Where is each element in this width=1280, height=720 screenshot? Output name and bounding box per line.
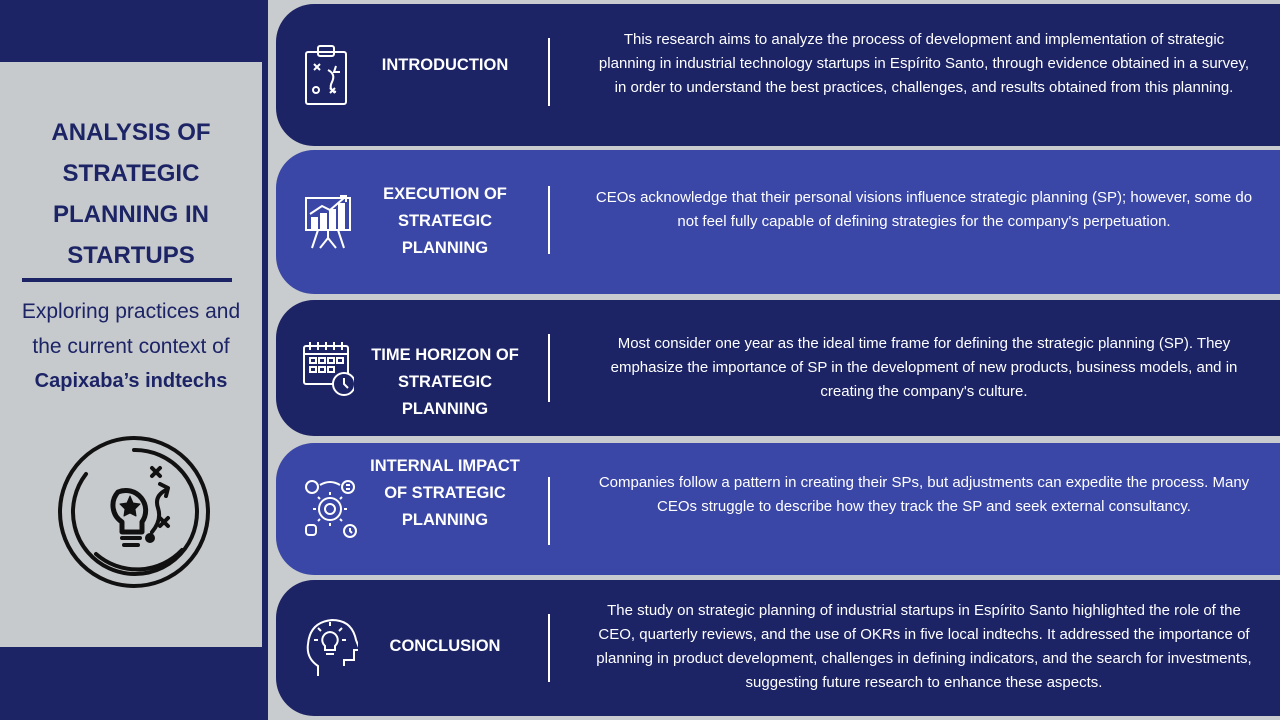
section-introduction: INTRODUCTION This research aims to analy…: [276, 4, 1280, 146]
section-conclusion: CONCLUSION The study on strategic planni…: [276, 580, 1280, 716]
section-divider: [548, 334, 550, 402]
section-description: Companies follow a pattern in creating t…: [598, 474, 1250, 515]
sidebar-top-band: [0, 0, 268, 62]
sidebar-divider: [262, 0, 268, 720]
title-line: STRATEGIC: [62, 160, 200, 187]
title-line: STARTUPS: [67, 242, 195, 269]
section-execution: EXECUTION OF STRATEGIC PLANNING CEOs ack…: [276, 150, 1280, 294]
page-subtitle: Exploring practices and the current cont…: [0, 294, 262, 399]
subtitle-bold: Capixaba’s indtechs: [34, 370, 228, 392]
section-label: INTERNAL IMPACT OF STRATEGIC PLANNING: [370, 457, 520, 529]
subtitle-line: Exploring practices and: [21, 300, 241, 323]
head-lightbulb-icon: [302, 616, 358, 678]
clipboard-strategy-icon: [302, 44, 354, 106]
title-line: ANALYSIS OF: [51, 119, 211, 146]
section-divider: [548, 186, 550, 254]
title-underline: [22, 278, 232, 282]
presentation-chart-icon: [302, 190, 354, 252]
section-description: Most consider one year as the ideal time…: [610, 335, 1238, 400]
lightbulb-strategy-icon: [56, 434, 212, 590]
section-label: TIME HORIZON OF STRATEGIC PLANNING: [371, 346, 519, 418]
section-time-horizon: TIME HORIZON OF STRATEGIC PLANNING Most …: [276, 300, 1280, 436]
section-description: The study on strategic planning of indus…: [596, 602, 1252, 691]
section-divider: [548, 614, 550, 682]
section-divider: [548, 38, 550, 106]
section-internal-impact: INTERNAL IMPACT OF STRATEGIC PLANNING Co…: [276, 443, 1280, 575]
page-title: ANALYSIS OF STRATEGIC PLANNING IN STARTU…: [0, 112, 262, 276]
gear-impact-icon: [302, 477, 357, 539]
sidebar: ANALYSIS OF STRATEGIC PLANNING IN STARTU…: [0, 62, 262, 647]
sidebar-bottom-band: [0, 647, 268, 720]
calendar-clock-icon: [302, 336, 354, 398]
subtitle-line: the current context of: [32, 335, 230, 358]
section-label: EXECUTION OF STRATEGIC PLANNING: [383, 185, 507, 257]
section-description: CEOs acknowledge that their personal vis…: [595, 189, 1253, 230]
title-line: PLANNING IN: [53, 201, 209, 228]
section-label: INTRODUCTION: [381, 56, 509, 74]
section-description: This research aims to analyze the proces…: [598, 31, 1250, 96]
section-label: CONCLUSION: [389, 637, 501, 655]
section-divider: [548, 477, 550, 545]
